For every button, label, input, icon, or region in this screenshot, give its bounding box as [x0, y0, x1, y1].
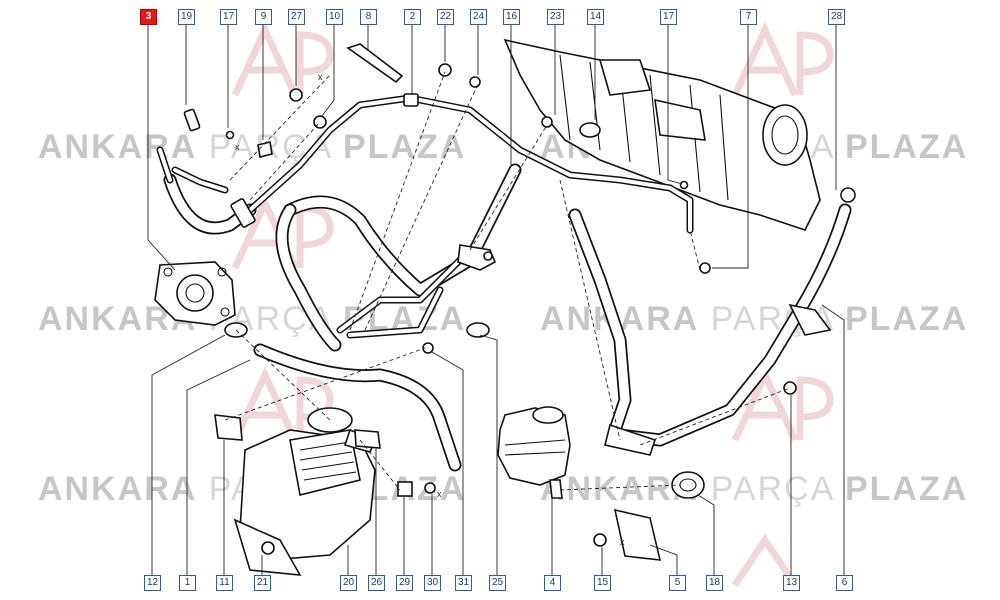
small-parts — [183, 43, 856, 561]
bolt-13 — [783, 381, 797, 395]
hose-clamp-bracket — [604, 423, 657, 456]
nut-22 — [438, 63, 452, 77]
callout-29[interactable]: 29 — [396, 575, 413, 591]
clamp-11 — [214, 414, 243, 441]
clamp-14 — [579, 122, 601, 138]
bolt-7 — [699, 262, 711, 274]
callout-2[interactable]: 2 — [404, 9, 421, 25]
pressure-hose-assembly — [156, 93, 694, 235]
callout-27[interactable]: 27 — [288, 9, 305, 25]
screw-15 — [593, 533, 607, 547]
return-pipe-cross — [336, 246, 474, 334]
callout-9[interactable]: 9 — [255, 9, 272, 25]
fluid-reservoir — [497, 406, 571, 499]
supply-hose-assembly — [253, 203, 852, 472]
watermark-logo-6 — [732, 533, 798, 587]
return-hose-assembly — [275, 163, 522, 352]
mount-18 — [671, 471, 705, 499]
pump-motor — [289, 429, 361, 496]
reservoir-cap — [532, 406, 564, 424]
pipe-bracket — [457, 244, 497, 271]
callout-22[interactable]: 22 — [437, 9, 454, 25]
callout-20[interactable]: 20 — [340, 575, 357, 591]
steering-rack-boot-ring — [762, 104, 808, 166]
callout-19[interactable]: 19 — [178, 9, 195, 25]
callout-25[interactable]: 25 — [489, 575, 506, 591]
pipe-union-nut — [403, 93, 419, 107]
o-ring-17 — [225, 130, 235, 140]
leader-lines-top — [147, 24, 837, 271]
o-ring-17-right — [679, 180, 689, 190]
detail-mark-x-2: x — [235, 142, 240, 152]
callout-16[interactable]: 16 — [503, 9, 520, 25]
leader-lines-bottom — [151, 304, 845, 575]
callout-31[interactable]: 31 — [455, 575, 472, 591]
electric-pump-unit — [233, 407, 377, 576]
callout-21[interactable]: 21 — [254, 575, 271, 591]
clamp-26 — [354, 429, 381, 449]
bolt-23 — [541, 116, 553, 128]
callout-24[interactable]: 24 — [470, 9, 487, 25]
watermark-logo-1 — [231, 21, 334, 97]
steering-valve-body — [598, 59, 652, 96]
nut-clip-29 — [397, 481, 413, 497]
steering-rack-mount — [654, 98, 706, 141]
detail-mark-x-1: x — [318, 72, 323, 82]
bolt-30 — [424, 482, 436, 494]
power-steering-pump — [154, 261, 236, 326]
seal-28 — [840, 187, 856, 203]
bolt-24 — [469, 76, 481, 88]
callout-6[interactable]: 6 — [836, 575, 853, 591]
callout-7[interactable]: 7 — [740, 9, 757, 25]
callout-26[interactable]: 26 — [368, 575, 385, 591]
long-bolt-8 — [346, 43, 404, 84]
callout-11[interactable]: 11 — [216, 575, 233, 591]
steering-rack-boot-inner — [771, 115, 799, 155]
detail-mark-x-4: x — [620, 537, 625, 547]
callout-5[interactable]: 5 — [669, 575, 686, 591]
callout-15[interactable]: 15 — [594, 575, 611, 591]
callout-28[interactable]: 28 — [828, 9, 845, 25]
reservoir-body — [497, 407, 571, 486]
callout-1[interactable]: 1 — [179, 575, 196, 591]
watermark-logo-2 — [731, 21, 834, 97]
bracket-5 — [613, 508, 662, 561]
callout-17-right[interactable]: 17 — [660, 9, 677, 25]
watermark-row-3-right: ANKARA PARÇA PLAZA — [540, 470, 969, 508]
assembly-guide-lines — [224, 71, 791, 491]
pipe-bracket-bolt-hole — [483, 251, 493, 261]
callout-18[interactable]: 18 — [706, 575, 723, 591]
bolt-21 — [261, 541, 275, 555]
pump-motor-fins — [299, 441, 357, 481]
o-ring-31 — [422, 342, 434, 354]
callout-30[interactable]: 30 — [424, 575, 441, 591]
callout-14[interactable]: 14 — [587, 9, 604, 25]
pressure-switch-19 — [183, 108, 201, 132]
callout-17[interactable]: 17 — [220, 9, 237, 25]
callout-10[interactable]: 10 — [326, 9, 343, 25]
callout-4[interactable]: 4 — [544, 575, 561, 591]
clamp-25 — [466, 322, 490, 338]
grommet-27 — [289, 88, 303, 102]
detail-mark-x-3: x — [437, 489, 442, 499]
watermark-logo-5 — [231, 366, 334, 442]
callout-8[interactable]: 8 — [360, 9, 377, 25]
callout-13[interactable]: 13 — [783, 575, 800, 591]
callout-3[interactable]: 3 — [140, 9, 157, 25]
cooler-hose-bracket — [788, 303, 832, 336]
pump-pulley-face — [176, 274, 214, 312]
bolt-9 — [257, 141, 273, 158]
hose-crimp-fitting — [230, 198, 256, 228]
steering-rack — [503, 38, 821, 231]
callout-23[interactable]: 23 — [547, 9, 564, 25]
pump-shaft — [185, 283, 205, 303]
callout-12[interactable]: 12 — [144, 575, 161, 591]
reservoir-level-lines — [504, 439, 566, 456]
watermark-logo-group — [231, 21, 834, 587]
pump-unit-cap — [307, 407, 353, 433]
reservoir-outlet — [549, 479, 563, 499]
